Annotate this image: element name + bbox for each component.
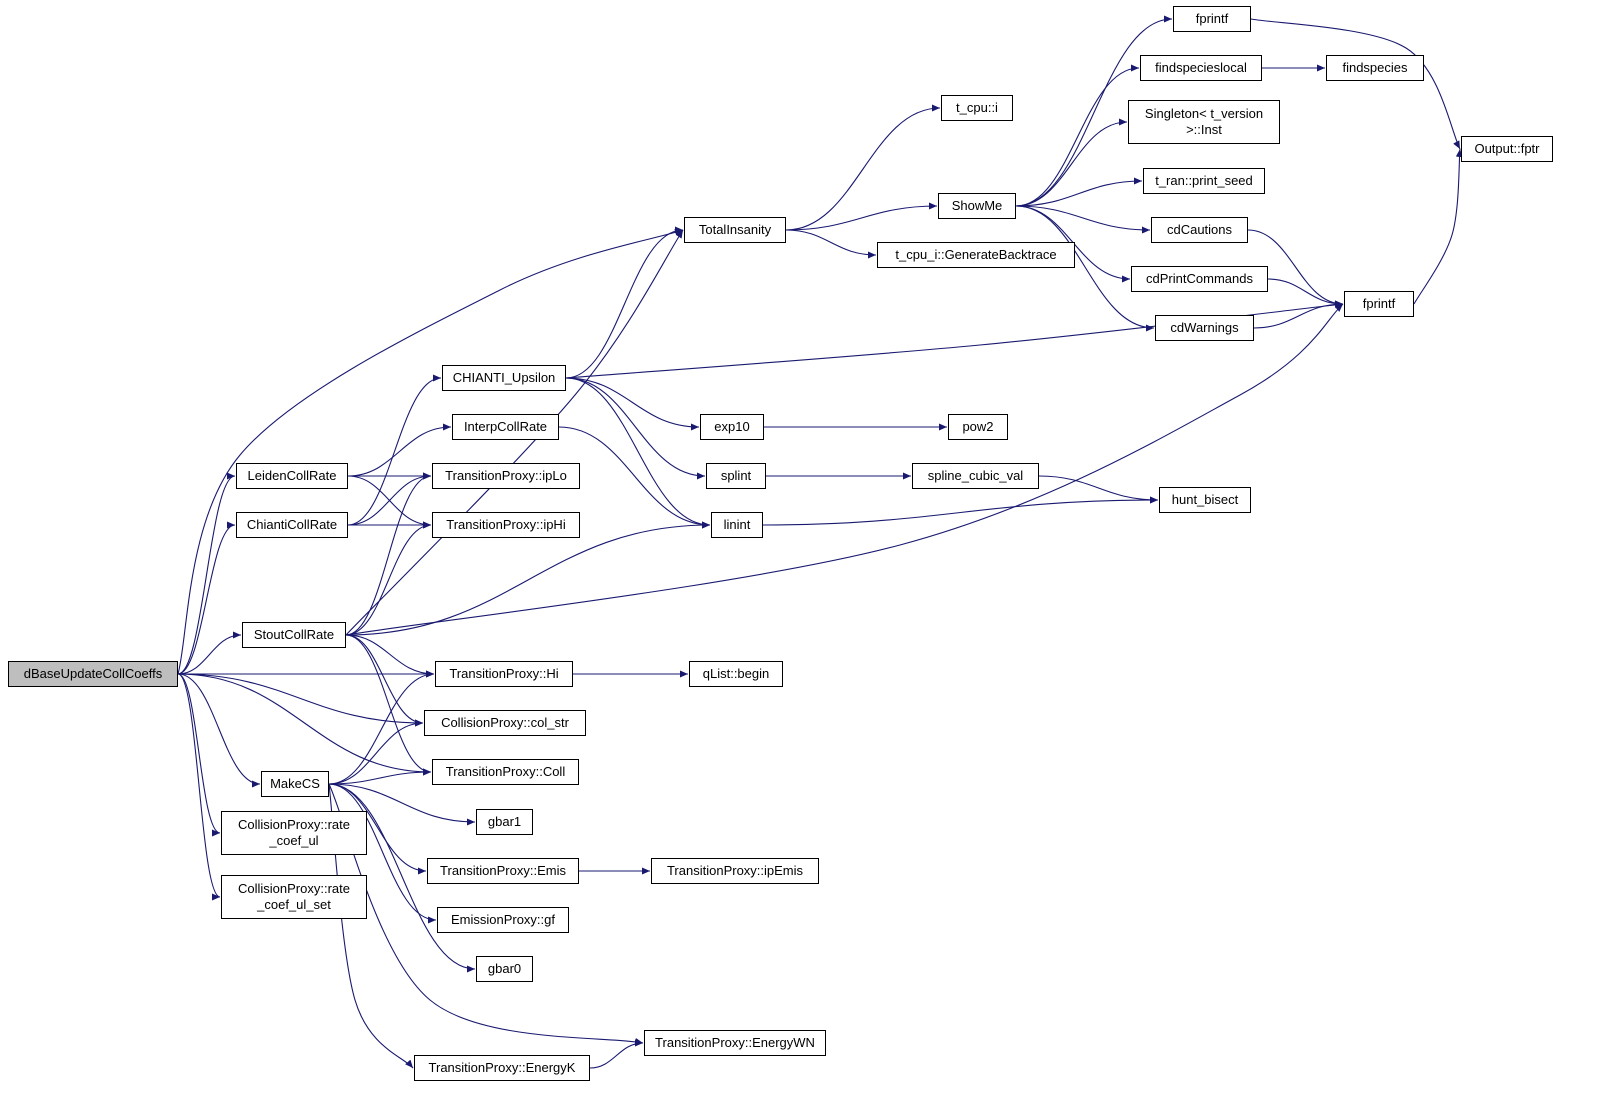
node-rate-coef-ul[interactable]: CollisionProxy::rate _coef_ul — [221, 811, 367, 855]
edge-totalinsanity-to-generatebacktrace — [785, 229, 877, 259]
edge-stoutcollrate-to-hi — [345, 634, 435, 678]
edge-chianti_upsilon-to-splint — [565, 377, 706, 480]
edge-dbase-to-rate_coef_ul — [177, 673, 221, 837]
edge-cdwarnings-to-fprintf_right — [1253, 300, 1344, 329]
edge-dbase-to-chianticollrate — [177, 521, 236, 675]
node-gbar0[interactable]: gbar0 — [476, 956, 533, 982]
edge-stoutcollrate-to-linint — [345, 521, 711, 636]
node-iphi[interactable]: TransitionProxy::ipHi — [432, 512, 580, 538]
node-makecs[interactable]: MakeCS — [261, 771, 329, 797]
edge-makecs-to-coll — [328, 768, 432, 785]
node-iplo[interactable]: TransitionProxy::ipLo — [432, 463, 580, 489]
edge-dbase-to-col_str — [177, 673, 424, 727]
node-print-seed[interactable]: t_ran::print_seed — [1143, 168, 1265, 194]
edge-chianticollrate-to-iplo — [347, 472, 432, 526]
edge-stoutcollrate-to-totalinsanity — [345, 229, 684, 636]
edge-showme-to-print_seed — [1015, 177, 1143, 207]
node-stoutcollrate[interactable]: StoutCollRate — [242, 622, 346, 648]
node-singleton-inst[interactable]: Singleton< t_version >::Inst — [1128, 100, 1280, 144]
edge-showme-to-cdcautions — [1015, 205, 1151, 234]
edge-showme-to-findspecieslocal — [1015, 64, 1140, 207]
edge-chianti_upsilon-to-totalinsanity — [565, 226, 684, 379]
node-chianticollrate[interactable]: ChiantiCollRate — [236, 512, 348, 538]
edge-cdprintcommands-to-fprintf_right — [1267, 278, 1344, 308]
node-spline-cubic-val[interactable]: spline_cubic_val — [912, 463, 1039, 489]
edge-dbase-to-stoutcollrate — [177, 631, 242, 675]
edge-stoutcollrate-to-iplo — [345, 472, 432, 636]
node-showme[interactable]: ShowMe — [938, 193, 1016, 219]
node-cdwarnings[interactable]: cdWarnings — [1155, 315, 1254, 341]
node-interpcollrate[interactable]: InterpCollRate — [452, 414, 559, 440]
node-hunt-bisect[interactable]: hunt_bisect — [1159, 487, 1251, 513]
edge-chianticollrate-to-chianti_upsilon — [347, 374, 442, 526]
node-totalinsanity[interactable]: TotalInsanity — [684, 217, 786, 243]
node-hi[interactable]: TransitionProxy::Hi — [435, 661, 573, 687]
node-qlist-begin[interactable]: qList::begin — [689, 661, 783, 687]
node-rate-coef-ul-set[interactable]: CollisionProxy::rate _coef_ul_set — [221, 875, 367, 919]
edge-spline_cubic_val-to-hunt_bisect — [1038, 475, 1159, 504]
node-fprintf-top[interactable]: fprintf — [1173, 6, 1251, 32]
node-t-cpu-i[interactable]: t_cpu::i — [941, 95, 1013, 121]
edge-leidencollrate-to-interpcollrate — [347, 423, 452, 477]
edge-interpcollrate-to-linint — [558, 426, 711, 529]
edge-stoutcollrate-to-iphi — [345, 521, 432, 636]
edge-dbase-to-coll — [177, 673, 432, 776]
node-fprintf-right[interactable]: fprintf — [1344, 291, 1414, 317]
edge-fprintf_top-to-output_fptr — [1250, 18, 1461, 150]
node-cdprintcommands[interactable]: cdPrintCommands — [1131, 266, 1268, 292]
node-ipemis[interactable]: TransitionProxy::ipEmis — [651, 858, 819, 884]
node-cdcautions[interactable]: cdCautions — [1151, 217, 1248, 243]
node-findspecies[interactable]: findspecies — [1326, 55, 1424, 81]
node-leidencollrate[interactable]: LeidenCollRate — [236, 463, 348, 489]
edge-linint-to-hunt_bisect — [762, 496, 1159, 526]
edge-stoutcollrate-to-col_str — [345, 634, 424, 727]
edge-dbase-to-totalinsanity — [177, 229, 684, 675]
node-splint[interactable]: splint — [706, 463, 766, 489]
node-pow2[interactable]: pow2 — [948, 414, 1008, 440]
edge-dbase-to-leidencollrate — [177, 472, 236, 675]
node-coll[interactable]: TransitionProxy::Coll — [432, 759, 579, 785]
edge-chianti_upsilon-to-fprintf_right — [565, 301, 1344, 379]
node-exp10[interactable]: exp10 — [700, 414, 764, 440]
node-chianti-upsilon[interactable]: CHIANTI_Upsilon — [442, 365, 566, 391]
edge-dbase-to-rate_coef_ul_set — [177, 673, 221, 901]
edge-stoutcollrate-to-coll — [345, 634, 432, 776]
edge-makecs-to-hi — [328, 670, 435, 785]
edge-energyk-to-energywn — [589, 1039, 644, 1069]
edge-totalinsanity-to-showme — [785, 202, 938, 231]
edge-fprintf_right-to-output_fptr — [1413, 148, 1463, 305]
node-energywn[interactable]: TransitionProxy::EnergyWN — [644, 1030, 826, 1056]
node-findspecieslocal[interactable]: findspecieslocal — [1140, 55, 1262, 81]
node-dbase: dBaseUpdateCollCoeffs — [8, 661, 178, 687]
edge-makecs-to-col_str — [328, 719, 424, 785]
node-generatebacktrace[interactable]: t_cpu_i::GenerateBacktrace — [877, 242, 1075, 268]
edge-cdcautions-to-fprintf_right — [1247, 229, 1344, 308]
edge-chianti_upsilon-to-linint — [565, 377, 711, 529]
edge-makecs-to-gbar1 — [328, 783, 476, 826]
edge-dbase-to-makecs — [177, 673, 261, 788]
node-emis[interactable]: TransitionProxy::Emis — [427, 858, 579, 884]
edge-makecs-to-gbar0 — [328, 783, 476, 973]
edge-showme-to-fprintf_top — [1015, 15, 1173, 207]
node-gbar1[interactable]: gbar1 — [476, 809, 533, 835]
node-col-str[interactable]: CollisionProxy::col_str — [424, 710, 586, 736]
edge-stoutcollrate-to-fprintf_right — [345, 303, 1344, 636]
node-energyk[interactable]: TransitionProxy::EnergyK — [414, 1055, 590, 1081]
edge-showme-to-singleton_inst — [1015, 118, 1128, 207]
node-linint[interactable]: linint — [711, 512, 763, 538]
node-gf[interactable]: EmissionProxy::gf — [437, 907, 569, 933]
edge-showme-to-cdwarnings — [1015, 205, 1155, 332]
edge-chianti_upsilon-to-exp10 — [565, 377, 700, 431]
node-output-fptr[interactable]: Output::fptr — [1461, 136, 1553, 162]
edge-totalinsanity-to-t_cpu_i — [785, 104, 941, 231]
